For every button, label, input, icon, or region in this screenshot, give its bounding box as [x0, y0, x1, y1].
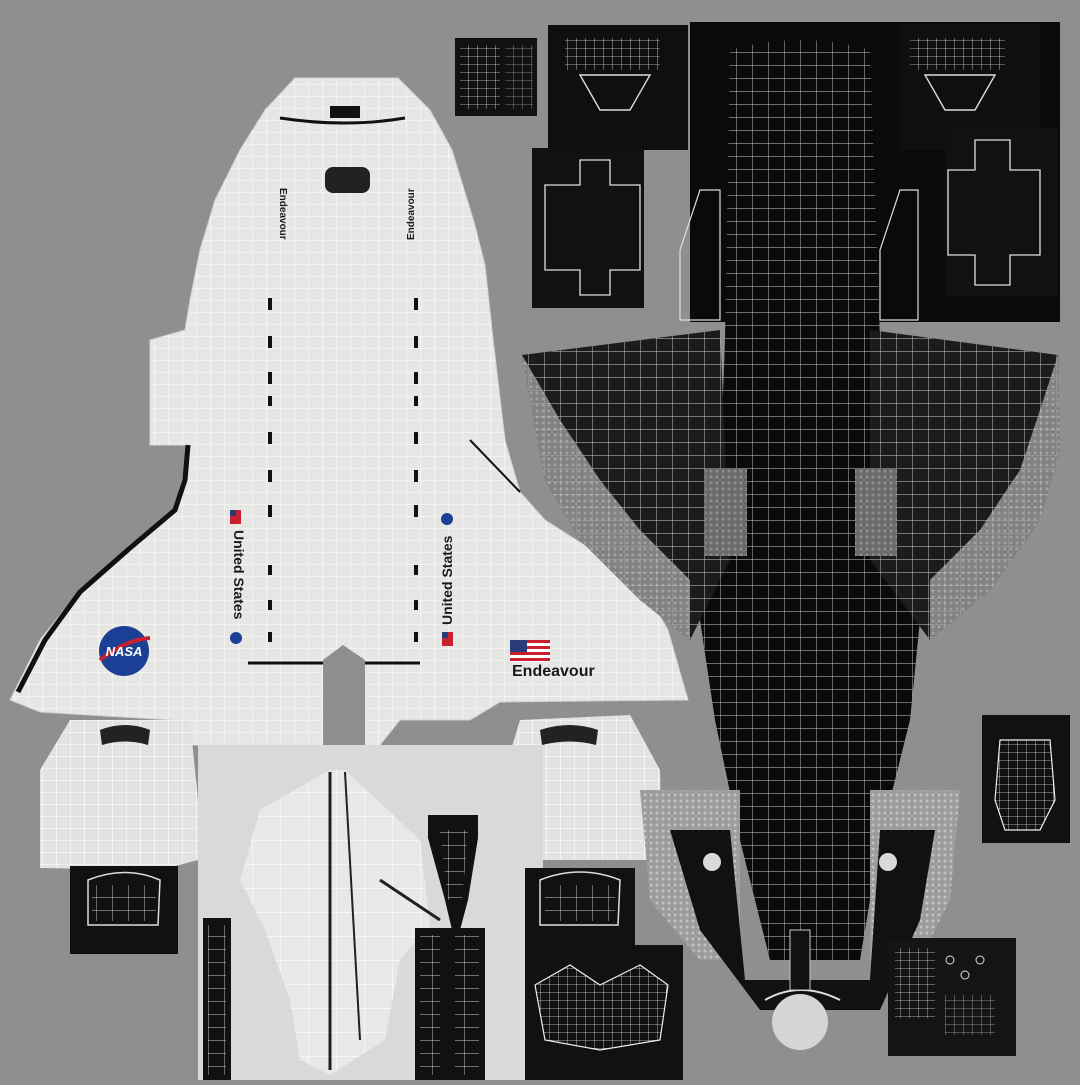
nose-endeavour-right: Endeavour	[406, 188, 417, 240]
wing-endeavour-label: Endeavour	[512, 663, 595, 680]
lower-light-panels	[40, 715, 662, 1080]
nasa-logo-text: NASA	[106, 644, 143, 659]
orbiter-top-shell: NASA Endeavour Endeavour Endeavour Unite…	[9, 77, 689, 746]
top-dark-panels	[455, 25, 1058, 321]
nasa-logo: NASA	[98, 626, 151, 676]
small-dark-panels-left	[70, 866, 683, 1080]
us-flag-icon	[230, 510, 241, 524]
united-states-right: United States	[439, 535, 455, 625]
nose-window-cluster	[330, 106, 360, 118]
right-small-panels	[888, 715, 1070, 1056]
tail-cutout	[323, 645, 365, 745]
nasa-meatball-icon	[441, 513, 453, 525]
nose-hatch	[325, 167, 370, 193]
wing-us-flag	[510, 640, 550, 662]
payload-bay-marks	[268, 298, 418, 642]
nose-endeavour-left: Endeavour	[277, 188, 288, 240]
united-states-left: United States	[231, 530, 247, 620]
